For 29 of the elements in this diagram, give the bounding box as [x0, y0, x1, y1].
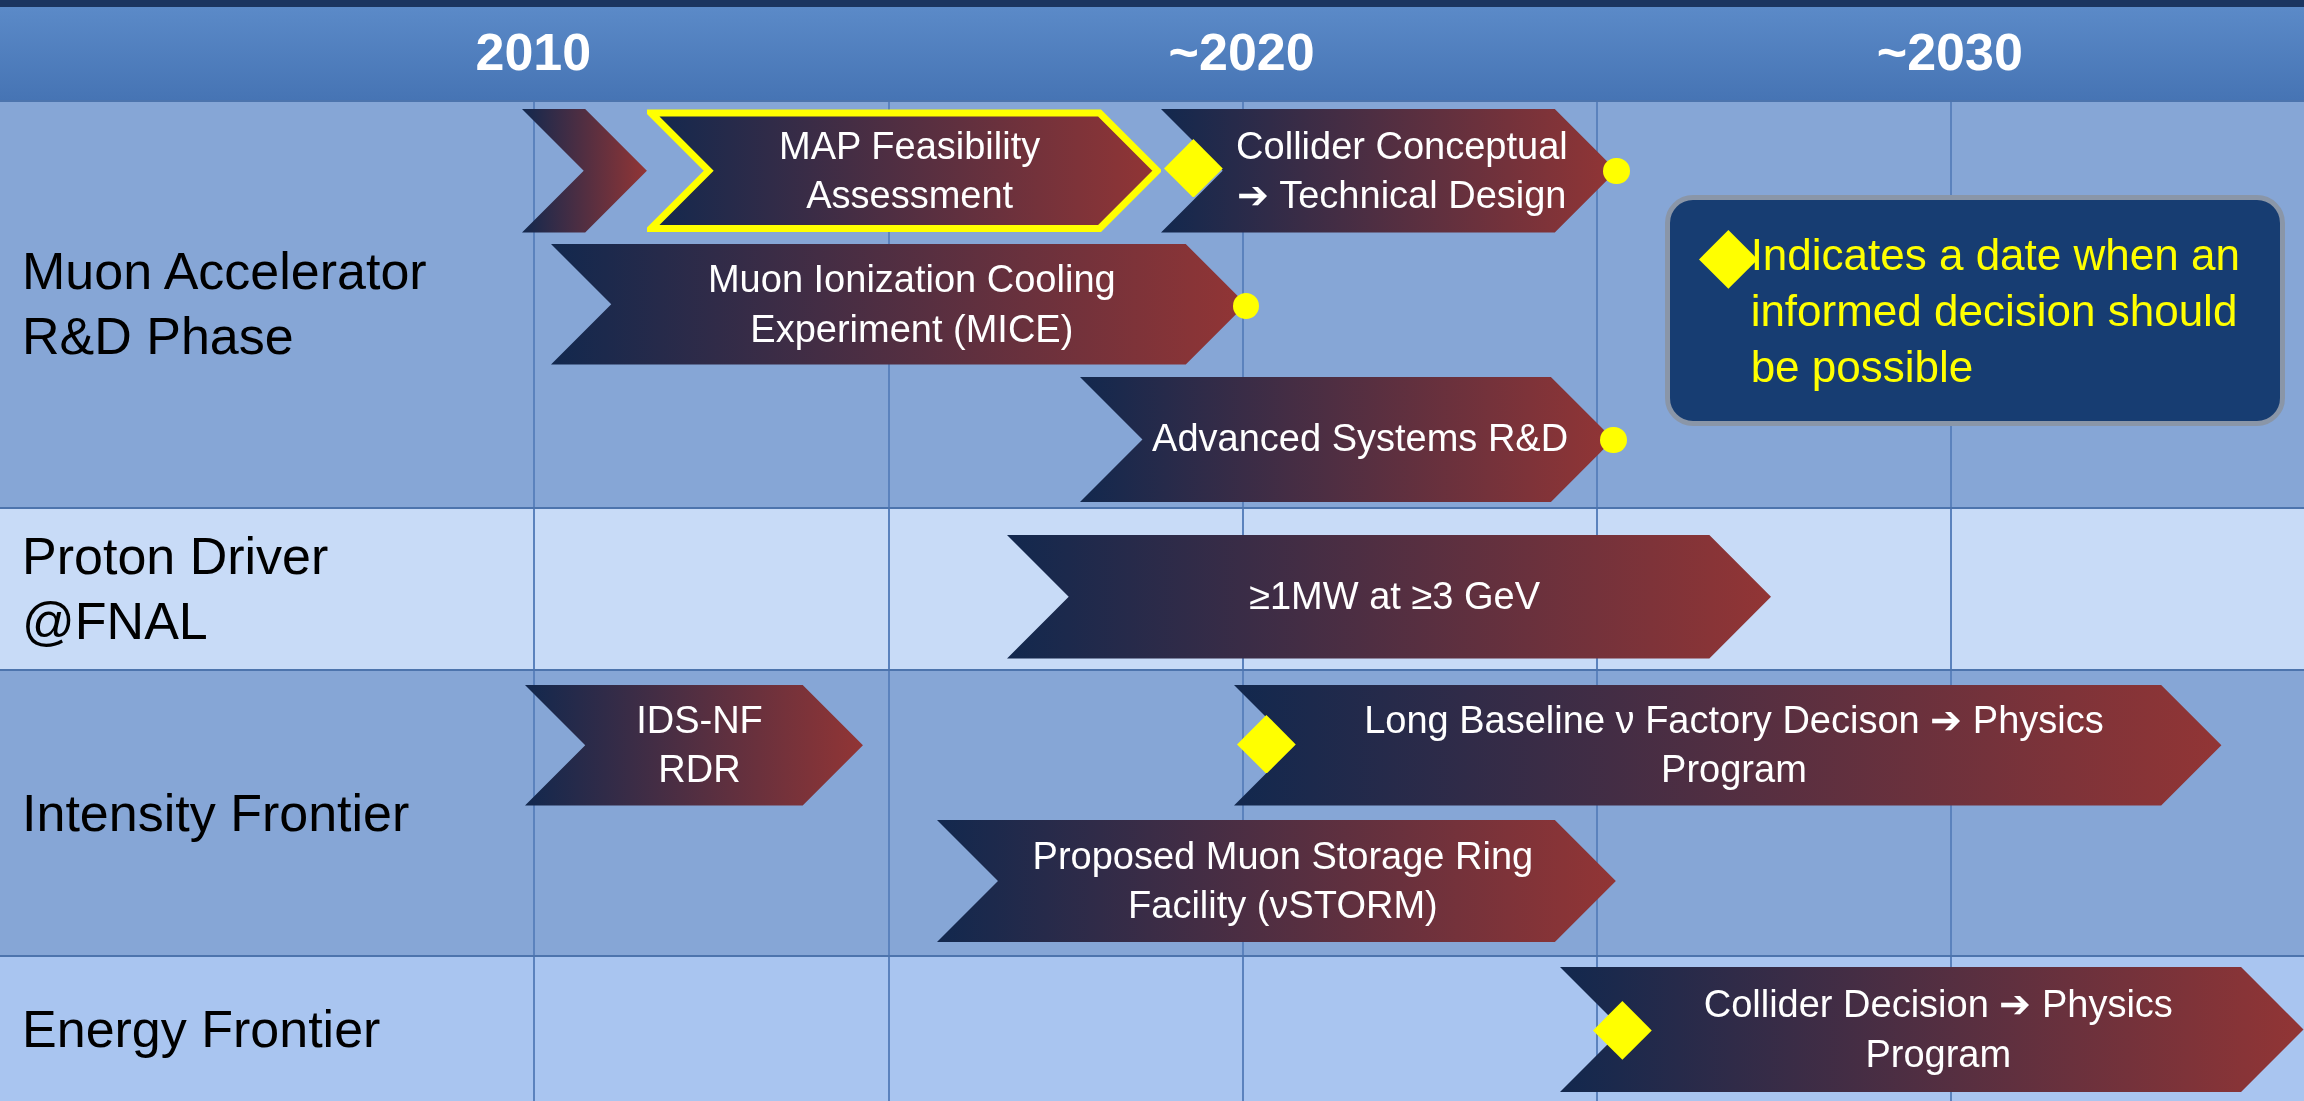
row-band — [0, 506, 2304, 669]
chevron-label: MAP Feasibility Assessment — [778, 123, 1042, 218]
year-label: ~2020 — [1167, 23, 1316, 81]
row-label: Proton Driver @FNAL — [22, 525, 330, 652]
chevron-bar — [1234, 685, 2222, 806]
chevron-bar — [521, 109, 647, 233]
chevron-bar — [1080, 376, 1629, 502]
chevron-bar — [1560, 967, 2304, 1093]
chevron-bar — [551, 244, 1261, 365]
row-band — [0, 668, 2304, 956]
chevron-label: Muon Ionization Cooling Experiment (MICE) — [706, 257, 1117, 352]
chevron-bar — [524, 685, 863, 806]
chevron-label: Long Baseline ν Factory Decison ➔ Physics Program — [1363, 698, 2105, 793]
year-label: ~2030 — [1875, 23, 2024, 81]
year-label: 2010 — [474, 23, 593, 81]
chevron-label: Proposed Muon Storage Ring Facility (νSTORM) — [1031, 834, 1535, 929]
chevron-label: ≥1MW at ≥3 GeV — [1249, 574, 1541, 620]
chevron-label: IDS-NF RDR — [635, 698, 764, 793]
chevron-label: Collider Conceptual ➔ Technical Design — [1235, 123, 1569, 218]
chevron-label: Advanced Systems R&D — [1152, 416, 1569, 462]
chevron-label: Collider Decision ➔ Physics Program — [1702, 982, 2174, 1077]
row-band — [0, 955, 2304, 1101]
chevron-bar — [1160, 109, 1631, 233]
chevron-bar — [1006, 535, 1771, 659]
legend-text: Indicates a date when an informed decision should be possible — [1750, 228, 2241, 393]
row-label: Muon Accelerator R&D Phase — [22, 241, 428, 368]
chevron-bar — [937, 820, 1617, 943]
row-label: Intensity Frontier — [22, 782, 411, 844]
row-label: Energy Frontier — [22, 998, 382, 1060]
